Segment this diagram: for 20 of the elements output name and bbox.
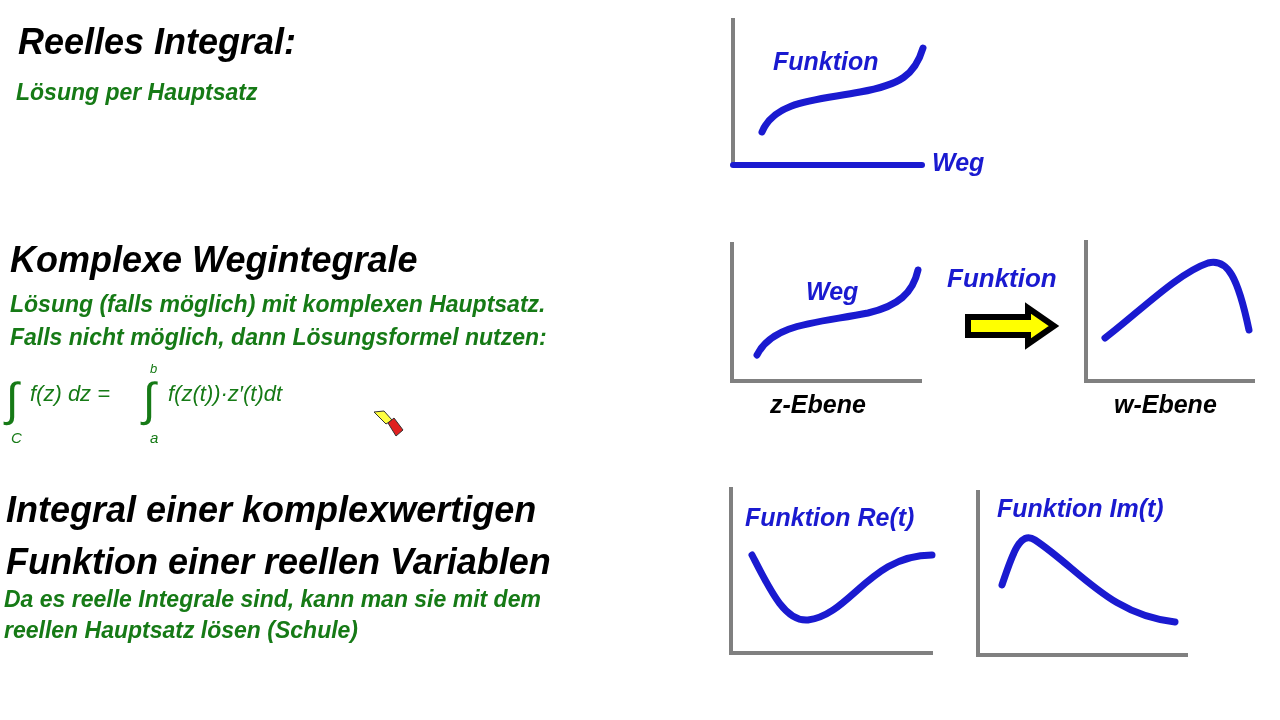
integral-bound: a [150, 430, 159, 447]
note-text: Da es reelle Integrale sind, kann man sie mit dem reellen Hauptsatz lösen (Schule) [4, 585, 542, 646]
block-arrow [965, 302, 1060, 350]
axis-label: Weg [932, 149, 985, 177]
heading: Komplexe Wegintegrale [10, 240, 418, 280]
heading: Reelles Integral: [18, 22, 297, 62]
integral-bound: b [150, 362, 158, 377]
integral-bound: C [11, 430, 22, 447]
axis-caption: w-Ebene [1114, 391, 1217, 419]
formula-text: f(z(t))·z′(t)dt [168, 382, 283, 407]
note-text: Lösung (falls möglich) mit komplexen Hauptsatz. [10, 292, 546, 318]
heading: Integral einer komplexwertigen Funktion einer reellen Variablen [6, 488, 552, 585]
axis-label: Funktion Re(t) [745, 504, 915, 532]
note-text: Falls nicht möglich, dann Lösungsformel nutzen: [10, 325, 547, 351]
formula-text: f(z) dz = [30, 382, 111, 407]
subheading: Lösung per Hauptsatz [16, 80, 258, 106]
axis-label: Funktion Im(t) [997, 495, 1164, 523]
curve-label: Weg [806, 278, 859, 306]
axis-label: Funktion [773, 48, 879, 76]
axis-caption: z-Ebene [770, 391, 866, 419]
